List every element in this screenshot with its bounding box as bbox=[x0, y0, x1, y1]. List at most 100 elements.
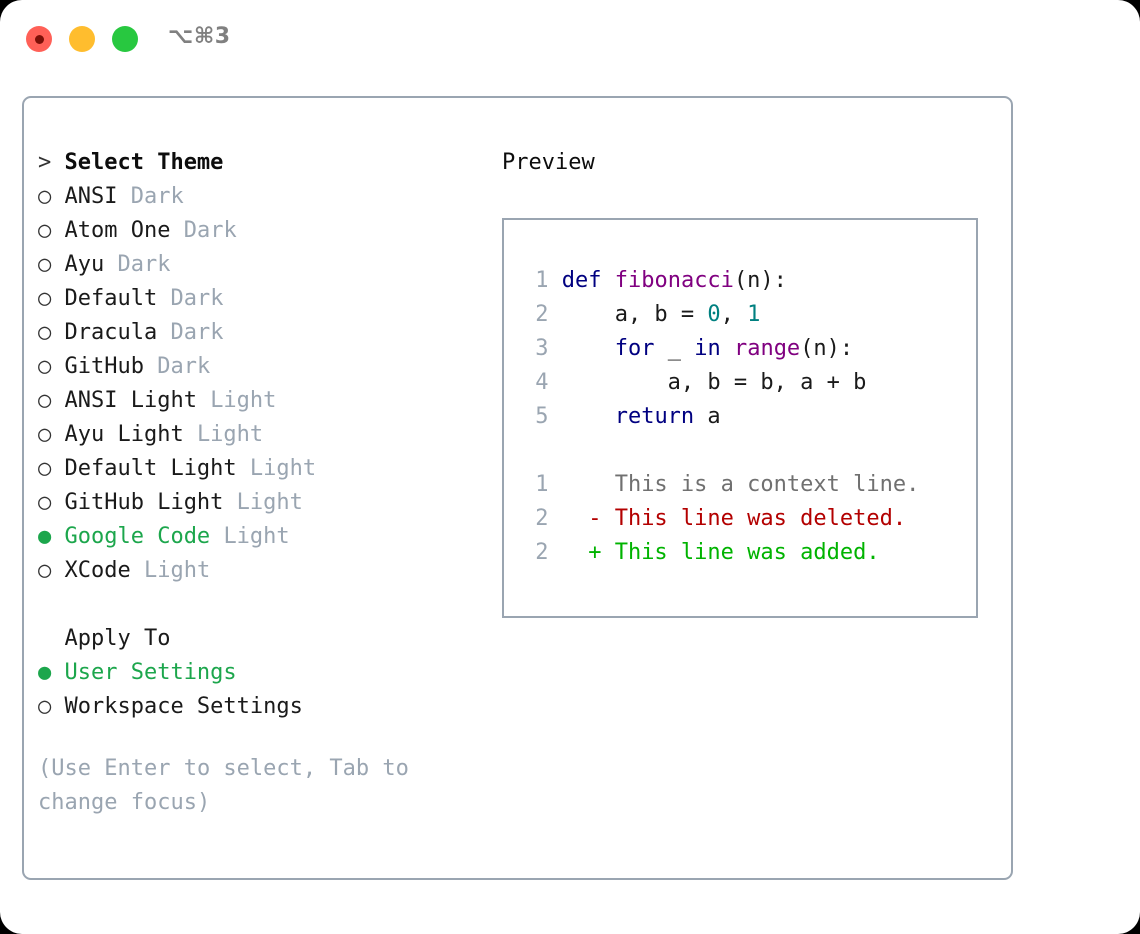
theme-option-ayu-light[interactable]: ○ Ayu Light Light bbox=[38, 418, 488, 452]
radio-unselected-icon: ○ bbox=[38, 388, 65, 413]
line-number: 4 bbox=[535, 370, 549, 395]
radio-unselected-icon: ○ bbox=[38, 320, 65, 345]
code-token: a, b = b, a + b bbox=[561, 370, 867, 395]
theme-option-label: Ayu bbox=[64, 252, 118, 277]
line-number: 3 bbox=[535, 336, 549, 361]
theme-option-github[interactable]: ○ GitHub Dark bbox=[38, 350, 488, 384]
select-theme-heading-label: Select Theme bbox=[64, 150, 224, 175]
theme-variant-badge: Light bbox=[143, 558, 211, 583]
radio-unselected-icon: ○ bbox=[38, 456, 65, 481]
theme-option-label: ANSI Light bbox=[64, 388, 211, 413]
main-panel: > Select Theme ○ ANSI Dark○ Atom One Dar… bbox=[22, 96, 1013, 880]
theme-variant-badge: Light bbox=[196, 422, 264, 447]
theme-variant-badge: Dark bbox=[130, 184, 184, 209]
maximize-button[interactable] bbox=[112, 26, 138, 52]
theme-option-label: Ayu Light bbox=[64, 422, 197, 447]
apply-to-heading: Apply To bbox=[38, 622, 488, 656]
code-token bbox=[562, 404, 615, 429]
code-token: in bbox=[694, 336, 721, 361]
theme-option-label: GitHub Light bbox=[64, 490, 237, 515]
apply-to-option-user-settings[interactable]: ● User Settings bbox=[38, 656, 488, 690]
theme-option-label: Default bbox=[64, 286, 171, 311]
radio-unselected-icon: ○ bbox=[38, 490, 65, 515]
code-token: (n): bbox=[800, 336, 854, 361]
preview-gap bbox=[522, 434, 976, 468]
close-button[interactable] bbox=[26, 26, 52, 52]
line-number: 1 bbox=[535, 472, 549, 497]
theme-option-label: Atom One bbox=[64, 218, 184, 243]
code-token: _ bbox=[654, 336, 695, 361]
code-token: return bbox=[614, 404, 695, 429]
theme-variant-badge: Light bbox=[210, 388, 277, 413]
theme-option-label: XCode bbox=[64, 558, 144, 583]
diff-line: 2 - This line was deleted. bbox=[522, 502, 976, 536]
theme-variant-badge: Light bbox=[249, 456, 317, 481]
radio-selected-icon: ● bbox=[38, 660, 65, 685]
apply-to-heading-label: Apply To bbox=[64, 626, 171, 651]
keyboard-hint: (Use Enter to select, Tab to change focu… bbox=[38, 756, 423, 815]
theme-variant-badge: Dark bbox=[117, 252, 171, 277]
theme-variant-badge: Dark bbox=[170, 320, 224, 345]
line-number: 5 bbox=[535, 404, 549, 429]
radio-unselected-icon: ○ bbox=[38, 218, 65, 243]
code-token bbox=[562, 336, 615, 361]
radio-unselected-icon: ○ bbox=[38, 558, 65, 583]
theme-picker-column: > Select Theme ○ ANSI Dark○ Atom One Dar… bbox=[38, 146, 488, 820]
code-token: 0 bbox=[707, 302, 721, 327]
theme-option-default[interactable]: ○ Default Dark bbox=[38, 282, 488, 316]
line-number: 2 bbox=[535, 302, 549, 327]
radio-unselected-icon: ○ bbox=[38, 252, 65, 277]
code-token bbox=[601, 268, 614, 293]
theme-option-dracula[interactable]: ○ Dracula Dark bbox=[38, 316, 488, 350]
title-bar: ⌥⌘3 bbox=[0, 0, 1140, 80]
section-spacer bbox=[38, 588, 488, 622]
theme-variant-badge: Dark bbox=[157, 354, 211, 379]
code-token: 1 bbox=[747, 302, 761, 327]
theme-option-ansi[interactable]: ○ ANSI Dark bbox=[38, 180, 488, 214]
theme-variant-badge: Dark bbox=[183, 218, 237, 243]
theme-option-default-light[interactable]: ○ Default Light Light bbox=[38, 452, 488, 486]
diff-sample: 1 This is a context line.2 - This line w… bbox=[522, 468, 976, 570]
theme-option-ansi-light[interactable]: ○ ANSI Light Light bbox=[38, 384, 488, 418]
apply-to-indent bbox=[38, 622, 64, 656]
code-token: (n): bbox=[733, 268, 787, 293]
minimize-button[interactable] bbox=[69, 26, 95, 52]
theme-list: ○ ANSI Dark○ Atom One Dark○ Ayu Dark○ De… bbox=[38, 180, 488, 588]
theme-option-label: GitHub bbox=[64, 354, 158, 379]
code-token: a, b = bbox=[561, 302, 708, 327]
theme-option-atom-one[interactable]: ○ Atom One Dark bbox=[38, 214, 488, 248]
code-token bbox=[721, 336, 734, 361]
diff-line-text: + This line was added. bbox=[561, 540, 880, 565]
radio-unselected-icon: ○ bbox=[38, 422, 65, 447]
traffic-lights bbox=[26, 26, 138, 52]
theme-option-google-code[interactable]: ● Google Code Light bbox=[38, 520, 488, 554]
theme-option-label: Default Light bbox=[64, 456, 250, 481]
apply-to-list: ● User Settings○ Workspace Settings bbox=[38, 656, 488, 724]
code-line: 3 for _ in range(n): bbox=[522, 332, 976, 366]
apply-to-option-workspace-settings[interactable]: ○ Workspace Settings bbox=[38, 690, 488, 724]
code-line: 2 a, b = 0, 1 bbox=[522, 298, 976, 332]
code-line: 5 return a bbox=[522, 400, 976, 434]
heading-caret-icon: > bbox=[38, 150, 65, 175]
code-token: fibonacci bbox=[614, 268, 734, 293]
radio-unselected-icon: ○ bbox=[38, 184, 65, 209]
theme-option-github-light[interactable]: ○ GitHub Light Light bbox=[38, 486, 488, 520]
theme-option-label: Dracula bbox=[64, 320, 171, 345]
code-token: for bbox=[614, 336, 655, 361]
keyboard-shortcut-label: ⌥⌘3 bbox=[168, 24, 231, 49]
preview-label: Preview bbox=[502, 150, 595, 175]
line-number: 2 bbox=[535, 506, 549, 531]
diff-line-text: - This line was deleted. bbox=[561, 506, 907, 531]
code-token: def bbox=[561, 268, 602, 293]
code-token: a bbox=[694, 404, 721, 429]
theme-option-xcode[interactable]: ○ XCode Light bbox=[38, 554, 488, 588]
code-line: 4 a, b = b, a + b bbox=[522, 366, 976, 400]
theme-variant-badge: Dark bbox=[170, 286, 224, 311]
code-token: range bbox=[733, 336, 801, 361]
theme-option-ayu[interactable]: ○ Ayu Dark bbox=[38, 248, 488, 282]
